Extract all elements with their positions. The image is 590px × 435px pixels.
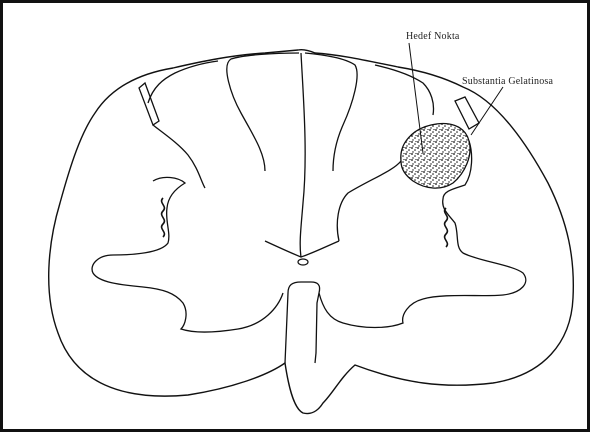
- right-posterior-intermediate: [337, 161, 401, 241]
- central-canal: [298, 259, 308, 265]
- left-dorsal-horn-outline: [148, 61, 218, 103]
- spinal-cord-cross-section: [3, 3, 590, 435]
- gray-matter-outline: [124, 50, 301, 257]
- right-posterior-column: [305, 53, 357, 171]
- left-wavy-lateral: [162, 198, 165, 237]
- left-gray-lateral: [92, 177, 283, 332]
- left-dorsal-root-entry: [139, 83, 159, 125]
- left-posterior-column: [227, 53, 299, 171]
- central-commissure: [265, 241, 339, 257]
- substantia-gelatinosa: [401, 124, 470, 189]
- cord-outer-outline: [49, 50, 574, 414]
- anterior-median-fissure: [285, 282, 320, 363]
- posterior-median-septum: [300, 53, 305, 257]
- substantia-gelatinosa-label: Substantia Gelatinosa: [462, 76, 553, 87]
- target-point-label: Hedef Nokta: [406, 31, 460, 42]
- right-dorsal-root-entry: [455, 97, 479, 129]
